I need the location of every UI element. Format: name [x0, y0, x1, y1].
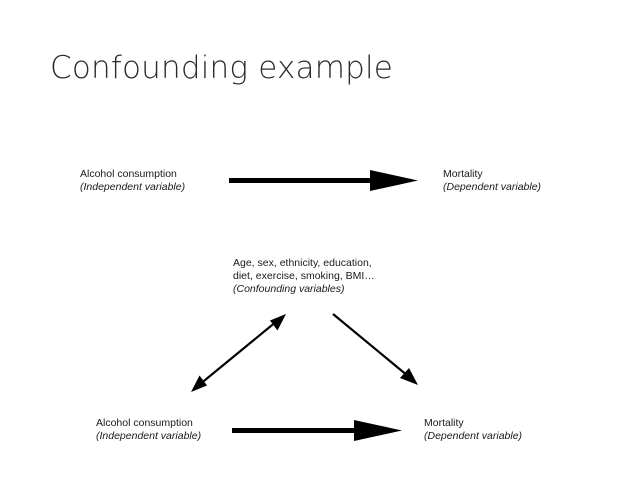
top-dependent-sublabel: (Dependent variable) — [443, 181, 542, 193]
bottom-dependent-sublabel: (Dependent variable) — [424, 430, 523, 442]
top-independent-sublabel: (Independent variable) — [80, 181, 186, 193]
confounder-dependent-arrow — [332, 313, 418, 385]
bottom-independent-sublabel: (Independent variable) — [96, 430, 202, 442]
top-dependent-label: Mortality — [443, 168, 483, 180]
confounder-line1: Age, sex, ethnicity, education, — [233, 257, 372, 269]
top-independent-node: Alcohol consumption (Independent variabl… — [80, 168, 185, 194]
confounder-sublabel: (Confounding variables) — [233, 283, 345, 295]
confounder-line2: diet, exercise, smoking, BMI… — [233, 270, 375, 282]
slide-title: Confounding example — [50, 50, 394, 86]
bottom-independent-label: Alcohol consumption — [96, 417, 193, 429]
top-causal-arrow — [229, 170, 418, 191]
confounder-node: Age, sex, ethnicity, education, diet, ex… — [233, 257, 375, 296]
bottom-causal-arrow — [232, 420, 402, 441]
bottom-independent-node: Alcohol consumption (Independent variabl… — [96, 417, 201, 443]
confounder-independent-arrow — [191, 314, 286, 392]
top-independent-label: Alcohol consumption — [80, 168, 177, 180]
bottom-dependent-node: Mortality (Dependent variable) — [424, 417, 522, 443]
top-dependent-node: Mortality (Dependent variable) — [443, 168, 541, 194]
bottom-dependent-label: Mortality — [424, 417, 464, 429]
